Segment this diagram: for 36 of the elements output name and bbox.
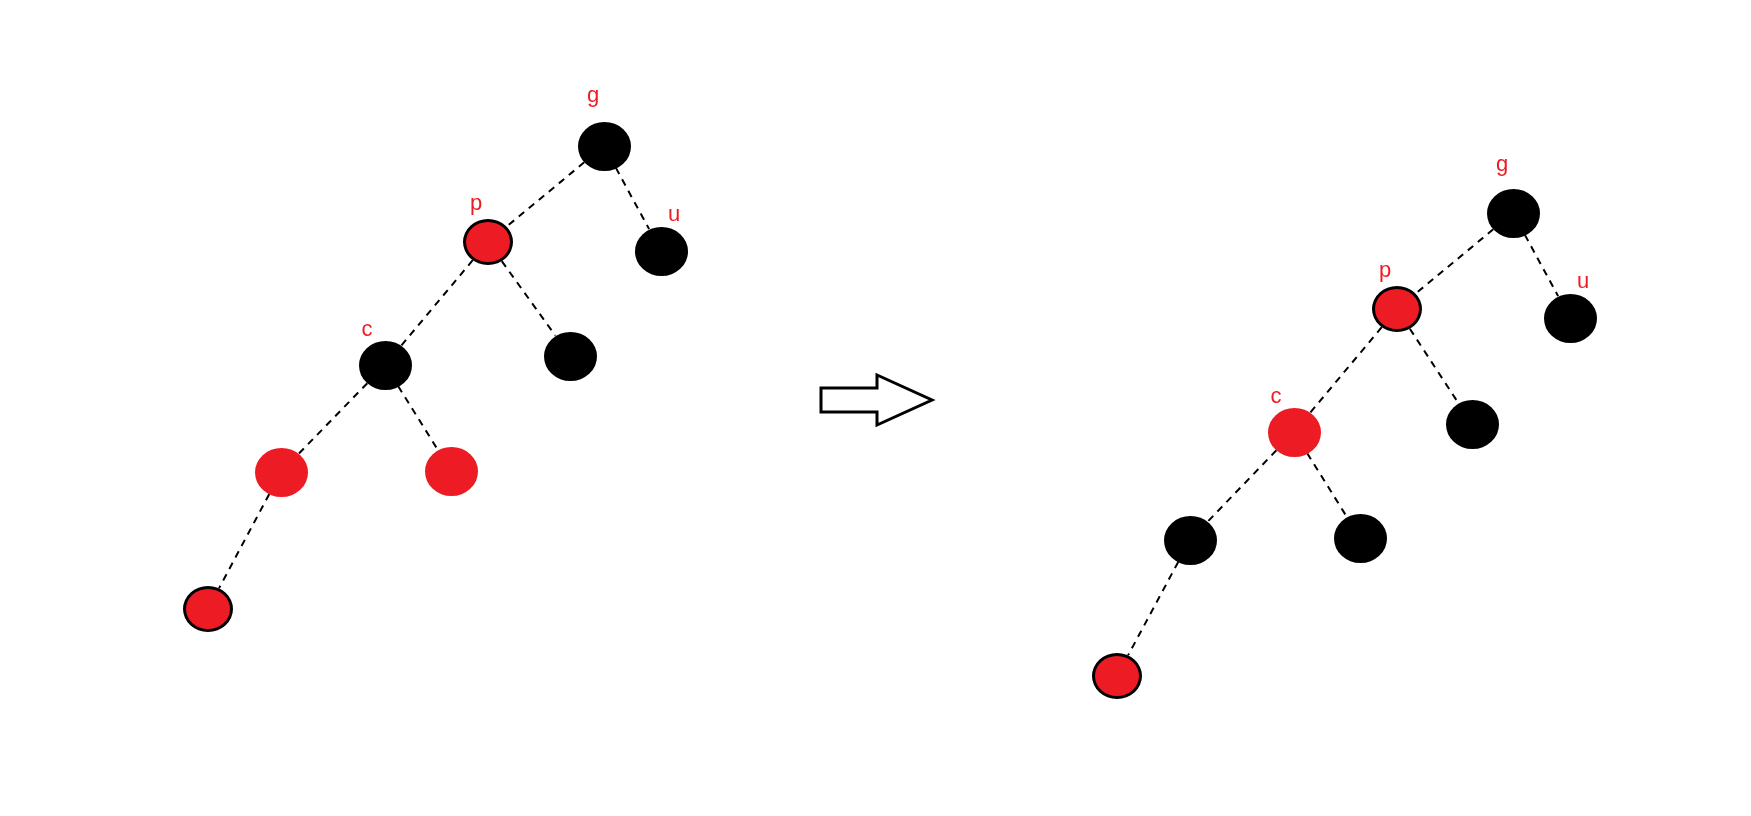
tree-node <box>634 226 688 276</box>
tree-edge <box>397 385 439 451</box>
tree-edge <box>505 161 586 228</box>
node-label: p <box>1378 259 1392 281</box>
tree-node <box>577 121 631 171</box>
tree-node <box>543 331 597 381</box>
tree-node <box>254 447 308 497</box>
node-label: g <box>586 84 600 106</box>
node-label: c <box>1270 385 1282 407</box>
node-label: u <box>1576 270 1590 292</box>
tree-node <box>424 446 478 496</box>
tree-edge <box>400 259 474 347</box>
tree-node <box>183 586 233 632</box>
node-label: c <box>361 318 373 340</box>
tree-node <box>1486 188 1540 238</box>
tree-node <box>358 340 412 390</box>
tree-node <box>1092 653 1142 699</box>
tree-edge <box>1206 449 1278 523</box>
tree-node <box>463 219 513 265</box>
tree-edge <box>1127 560 1180 657</box>
tree-edge <box>297 382 369 455</box>
tree-edge <box>1414 228 1495 295</box>
node-label: g <box>1495 153 1509 175</box>
tree-node <box>1163 515 1217 565</box>
tree-node <box>1267 407 1321 457</box>
tree-edge <box>218 493 271 590</box>
tree-node <box>1445 399 1499 449</box>
tree-node <box>1333 513 1387 563</box>
node-label: u <box>667 203 681 225</box>
tree-node <box>1372 286 1422 332</box>
tree-edge <box>1306 452 1348 518</box>
tree-edge <box>614 166 651 231</box>
tree-edge <box>1309 326 1383 414</box>
node-label: p <box>469 192 483 214</box>
tree-edge <box>1523 233 1560 298</box>
tree-node <box>1543 293 1597 343</box>
